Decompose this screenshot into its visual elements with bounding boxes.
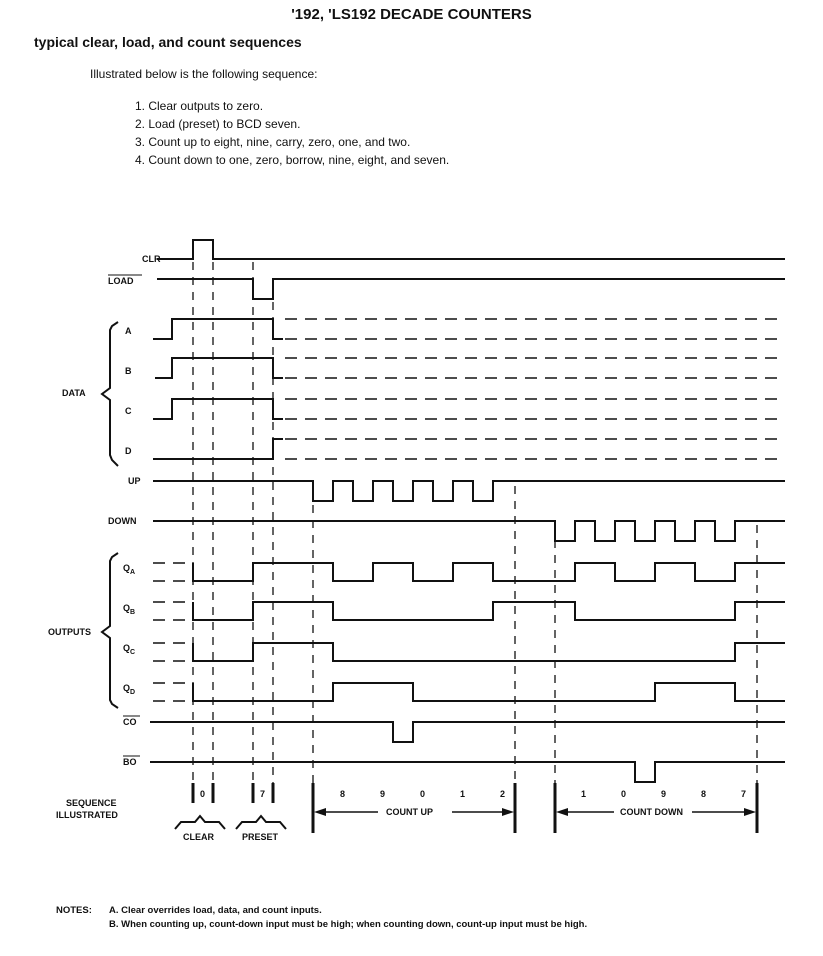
up-value-2: 2 bbox=[500, 789, 505, 799]
count-down-arrow bbox=[556, 808, 756, 816]
load-label: LOAD bbox=[108, 276, 134, 286]
step-1: 1. Clear outputs to zero. bbox=[135, 99, 264, 113]
notes-label: NOTES: bbox=[56, 905, 92, 916]
data-a-waveform bbox=[153, 318, 785, 340]
data-a-label: A bbox=[125, 326, 132, 336]
count-down-label: COUNT DOWN bbox=[620, 807, 683, 817]
data-brace bbox=[100, 321, 119, 467]
bo-waveform bbox=[150, 761, 785, 783]
clr-label: CLR bbox=[142, 254, 161, 264]
up-label: UP bbox=[128, 476, 141, 486]
down-value-8: 8 bbox=[701, 789, 706, 799]
intro-text: Illustrated below is the following seque… bbox=[90, 67, 318, 81]
clear-label: CLEAR bbox=[183, 832, 214, 842]
qb-label: QB bbox=[123, 603, 135, 616]
co-waveform bbox=[150, 721, 785, 743]
sequence-label-1: SEQUENCE bbox=[66, 798, 117, 808]
step-4: 4. Count down to one, zero, borrow, nine… bbox=[135, 153, 450, 167]
count-up-arrow bbox=[314, 808, 514, 816]
data-c-label: C bbox=[125, 406, 132, 416]
up-value-1: 1 bbox=[460, 789, 465, 799]
down-value-7: 7 bbox=[741, 789, 746, 799]
count-up-label: COUNT UP bbox=[386, 807, 433, 817]
co-label: CO bbox=[123, 717, 137, 727]
data-group-label: DATA bbox=[62, 388, 86, 398]
qc-label: QC bbox=[123, 643, 135, 656]
timing-guides bbox=[192, 262, 758, 790]
preset-brace bbox=[235, 814, 287, 830]
qd-label: QD bbox=[123, 683, 135, 696]
page-title: '192, 'LS192 DECADE COUNTERS bbox=[291, 6, 532, 23]
qa-label: QA bbox=[123, 563, 135, 576]
load-waveform bbox=[157, 278, 785, 300]
clr-waveform bbox=[157, 239, 785, 260]
up-value-0: 0 bbox=[420, 789, 425, 799]
qc-waveform bbox=[153, 642, 785, 662]
step-2: 2. Load (preset) to BCD seven. bbox=[135, 117, 301, 131]
up-value-8: 8 bbox=[340, 789, 345, 799]
clear-brace bbox=[174, 814, 226, 830]
up-value-9: 9 bbox=[380, 789, 385, 799]
data-b-waveform bbox=[155, 357, 785, 379]
down-label: DOWN bbox=[108, 516, 137, 526]
sequence-markers bbox=[191, 783, 759, 833]
preset-value: 7 bbox=[260, 789, 265, 799]
section-heading: typical clear, load, and count sequences bbox=[34, 34, 302, 50]
down-value-9: 9 bbox=[661, 789, 666, 799]
qd-waveform bbox=[153, 682, 785, 702]
down-waveform bbox=[153, 520, 785, 542]
sequence-label-2: ILLUSTRATED bbox=[56, 810, 118, 820]
down-value-1: 1 bbox=[581, 789, 586, 799]
outputs-group-label: OUTPUTS bbox=[48, 627, 91, 637]
data-d-label: D bbox=[125, 446, 132, 456]
down-value-0: 0 bbox=[621, 789, 626, 799]
qa-waveform bbox=[153, 562, 785, 582]
bo-label: BO bbox=[123, 757, 137, 767]
clear-value: 0 bbox=[200, 789, 205, 799]
note-b: B. When counting up, count-down input mu… bbox=[109, 919, 588, 930]
data-b-label: B bbox=[125, 366, 132, 376]
qb-waveform bbox=[153, 601, 785, 621]
outputs-brace bbox=[100, 552, 119, 709]
step-3: 3. Count up to eight, nine, carry, zero,… bbox=[135, 135, 411, 149]
data-c-waveform bbox=[153, 398, 785, 420]
preset-label: PRESET bbox=[242, 832, 279, 842]
note-a: A. Clear overrides load, data, and count… bbox=[109, 905, 322, 916]
data-d-waveform bbox=[153, 438, 785, 460]
up-waveform bbox=[153, 480, 785, 502]
